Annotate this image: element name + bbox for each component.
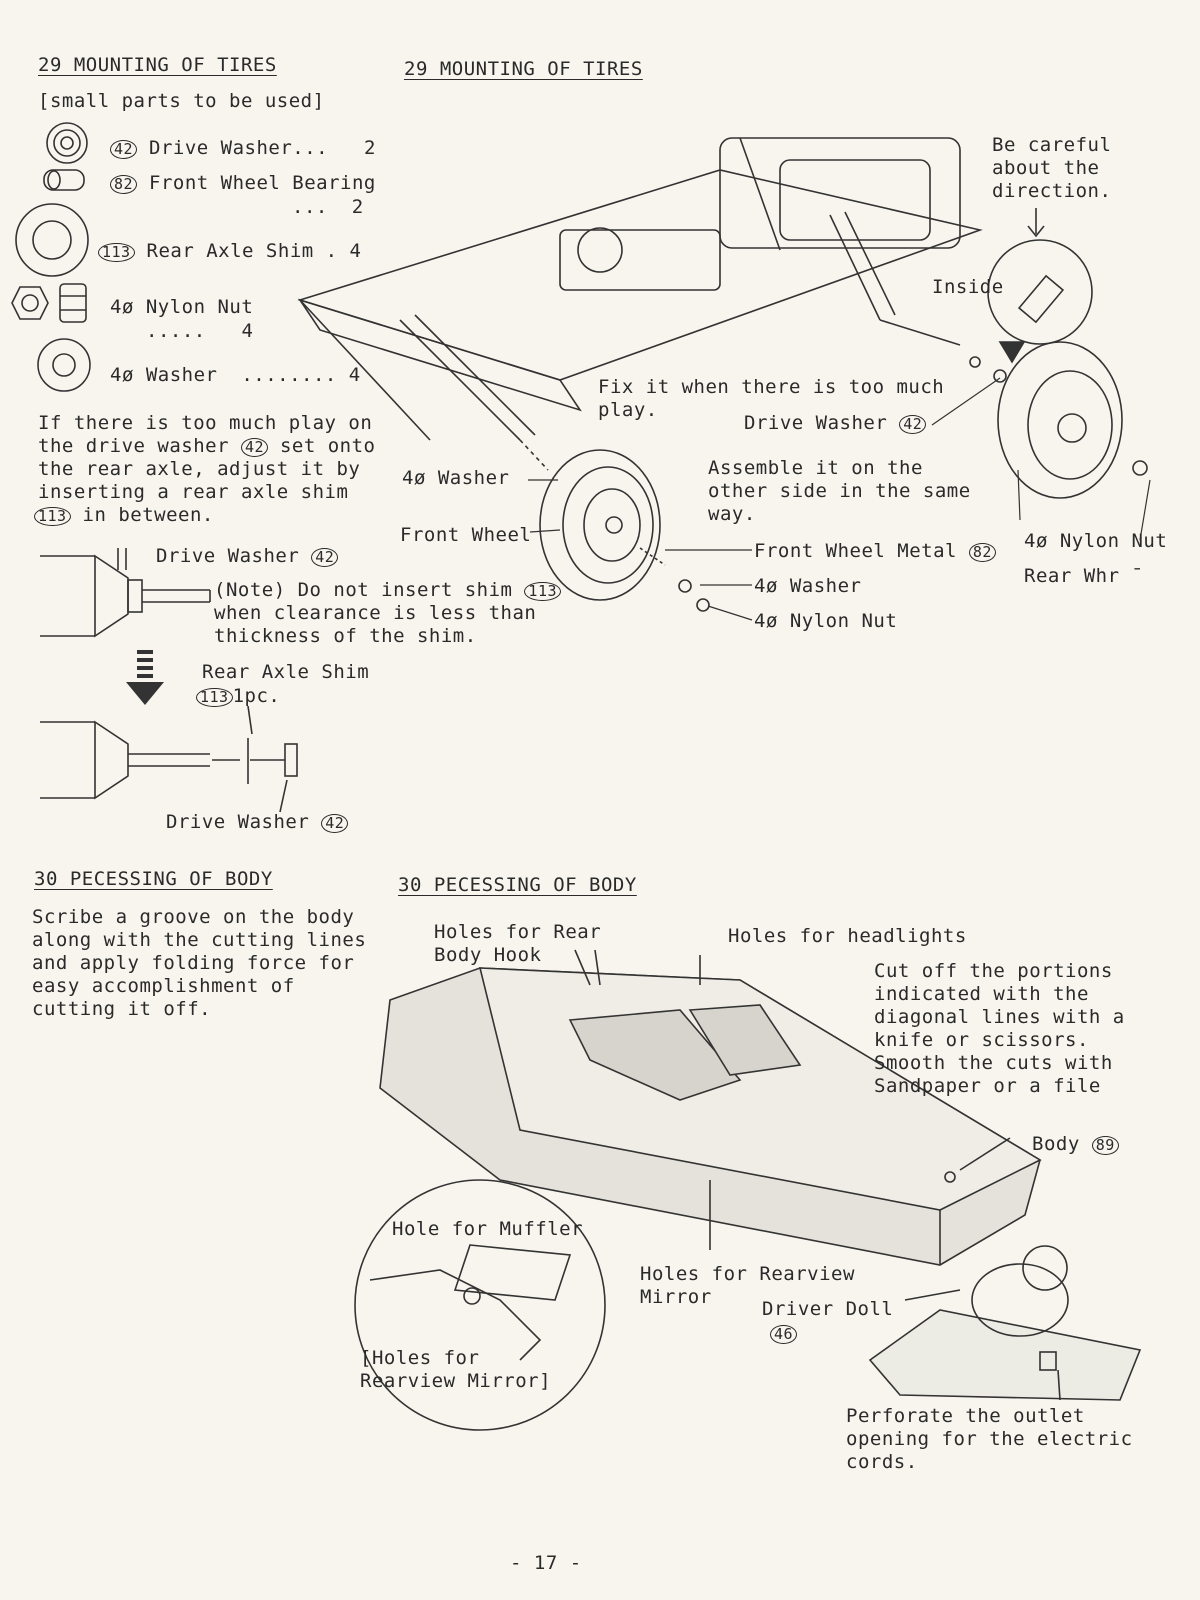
part-number: 42: [110, 140, 138, 159]
part-number: 113: [524, 582, 562, 601]
washer-label: 4ø Washer: [402, 467, 510, 489]
section29-right-heading: 29 MOUNTING OF TIRES: [404, 58, 643, 80]
part-number: 46: [770, 1325, 798, 1344]
text: Front Wheel Metal: [754, 540, 969, 562]
part-name: Drive Washer...: [149, 137, 329, 159]
washer-label-2: 4ø Washer: [754, 575, 862, 597]
section30-left-heading: 30 PECESSING OF BODY: [34, 868, 273, 890]
text: set onto: [268, 435, 376, 457]
text: 1pc.: [232, 685, 281, 707]
driver-doll-drawing: [868, 1245, 1142, 1401]
text: (Note) Do not insert shim: [214, 579, 525, 601]
nylon-nut-right-label: 4ø Nylon Nut: [1024, 530, 1168, 552]
play-text-4: inserting a rear axle shim: [38, 481, 349, 503]
holes-rear-hook-label: Holes for Rear Body Hook: [434, 921, 602, 966]
cut-off-note: Cut off the portions indicated with the …: [874, 960, 1125, 1097]
play-text-1: If there is too much play on: [38, 412, 373, 434]
drive-washer-label-2: Drive Washer 42: [166, 811, 349, 834]
drive-washer-icon: [46, 122, 88, 164]
play-text-3: the rear axle, adjust it by: [38, 458, 361, 480]
part-qty-bearing: ... 2: [292, 196, 364, 218]
rear-wheel-drawing: [969, 341, 1148, 499]
hole-muffler-label: Hole for Muffler: [392, 1218, 584, 1240]
washer-icon: [37, 338, 91, 392]
text: the drive washer: [38, 435, 241, 457]
muffler-inset: [354, 1179, 606, 1431]
part-number: 113: [98, 243, 135, 262]
leader-lines: [528, 377, 1151, 621]
part-number: 89: [1091, 1136, 1119, 1155]
part-qty: 2: [363, 137, 376, 159]
part-number: 42: [899, 415, 927, 434]
front-wheel-label: Front Wheel: [400, 524, 532, 546]
part-washer: 4ø Washer ........ 4: [110, 364, 361, 386]
holes-rearview-inset-label: [Holes for Rearview Mirror]: [360, 1347, 552, 1392]
front-wheel-drawing: [539, 449, 710, 612]
driver-doll-label: Driver Doll: [762, 1298, 894, 1320]
note-3: thickness of the shim.: [214, 625, 477, 647]
part-number: 113: [34, 507, 71, 526]
down-arrow-icon: [126, 650, 164, 705]
page-number: - 17 -: [510, 1552, 582, 1574]
part-number: 82: [968, 543, 996, 562]
part-name: Rear Axle Shim . 4: [146, 240, 362, 262]
section30-right-heading: 30 PECESSING OF BODY: [398, 874, 637, 896]
drive-washer-right-label: Drive Washer 42: [744, 412, 927, 435]
text: Drive Washer: [166, 811, 322, 833]
bearing-icon: [43, 169, 85, 191]
body-drawing: [379, 949, 1042, 1266]
perforate-note: Perforate the outlet opening for the ele…: [846, 1405, 1133, 1473]
direction-callout: [987, 208, 1093, 345]
part-front-wheel-bearing: 82 Front Wheel Bearing: [110, 172, 376, 195]
part-drive-washer: 42 Drive Washer... 2: [110, 137, 376, 160]
nylon-nut-icon: [11, 283, 87, 323]
axle-diagram-1: [40, 548, 211, 638]
note-2: when clearance is less than: [214, 602, 537, 624]
rear-wheel-label: Rear Whr ¯: [1024, 565, 1144, 587]
text: Body: [1032, 1133, 1092, 1155]
rear-axle-shim-label: Rear Axle Shim: [202, 661, 370, 683]
play-text-2: the drive washer 42 set onto: [38, 435, 375, 458]
holes-rearview-label: Holes for Rearview Mirror: [640, 1263, 855, 1308]
part-number: 113: [196, 688, 233, 707]
text: Drive Washer: [744, 412, 900, 434]
section29-left-heading: 29 MOUNTING OF TIRES: [38, 54, 277, 76]
axle-diagram-2: [40, 705, 298, 813]
play-text-5: 113 in between.: [34, 504, 214, 527]
chassis-drawing: [297, 137, 983, 471]
note-1: (Note) Do not insert shim 113: [214, 579, 562, 602]
part-number: 42: [321, 814, 349, 833]
body-label: Body 89: [1032, 1133, 1119, 1156]
front-wheel-metal-label: Front Wheel Metal 82: [754, 540, 996, 563]
holes-headlights-label: Holes for headlights: [728, 925, 967, 947]
assemble-note: Assemble it on the other side in the sam…: [708, 457, 971, 525]
part-name: Front Wheel Bearing: [149, 172, 376, 194]
part-number: 82: [110, 175, 138, 194]
driver-doll-number: 46: [770, 1322, 798, 1345]
part-rear-axle-shim: 113 Rear Axle Shim . 4: [98, 240, 361, 263]
part-qty-nylon-nut: ..... 4: [146, 320, 254, 342]
drive-washer-label: Drive Washer 42: [156, 545, 339, 568]
part-number: 42: [311, 548, 339, 567]
fix-it-note: Fix it when there is too much play.: [598, 376, 945, 421]
part-number: 42: [240, 438, 269, 457]
nylon-nut-label: 4ø Nylon Nut: [754, 610, 898, 632]
parts-intro: [small parts to be used]: [38, 90, 325, 112]
axle-shim-icon: [15, 203, 89, 277]
inside-label: Inside: [932, 276, 1004, 298]
text: in between.: [70, 504, 214, 526]
scribe-note: Scribe a groove on the body along with t…: [32, 906, 367, 1020]
part-nylon-nut: 4ø Nylon Nut: [110, 296, 254, 318]
text: Drive Washer: [156, 545, 312, 567]
be-careful-note: Be careful about the direction.: [992, 134, 1112, 202]
